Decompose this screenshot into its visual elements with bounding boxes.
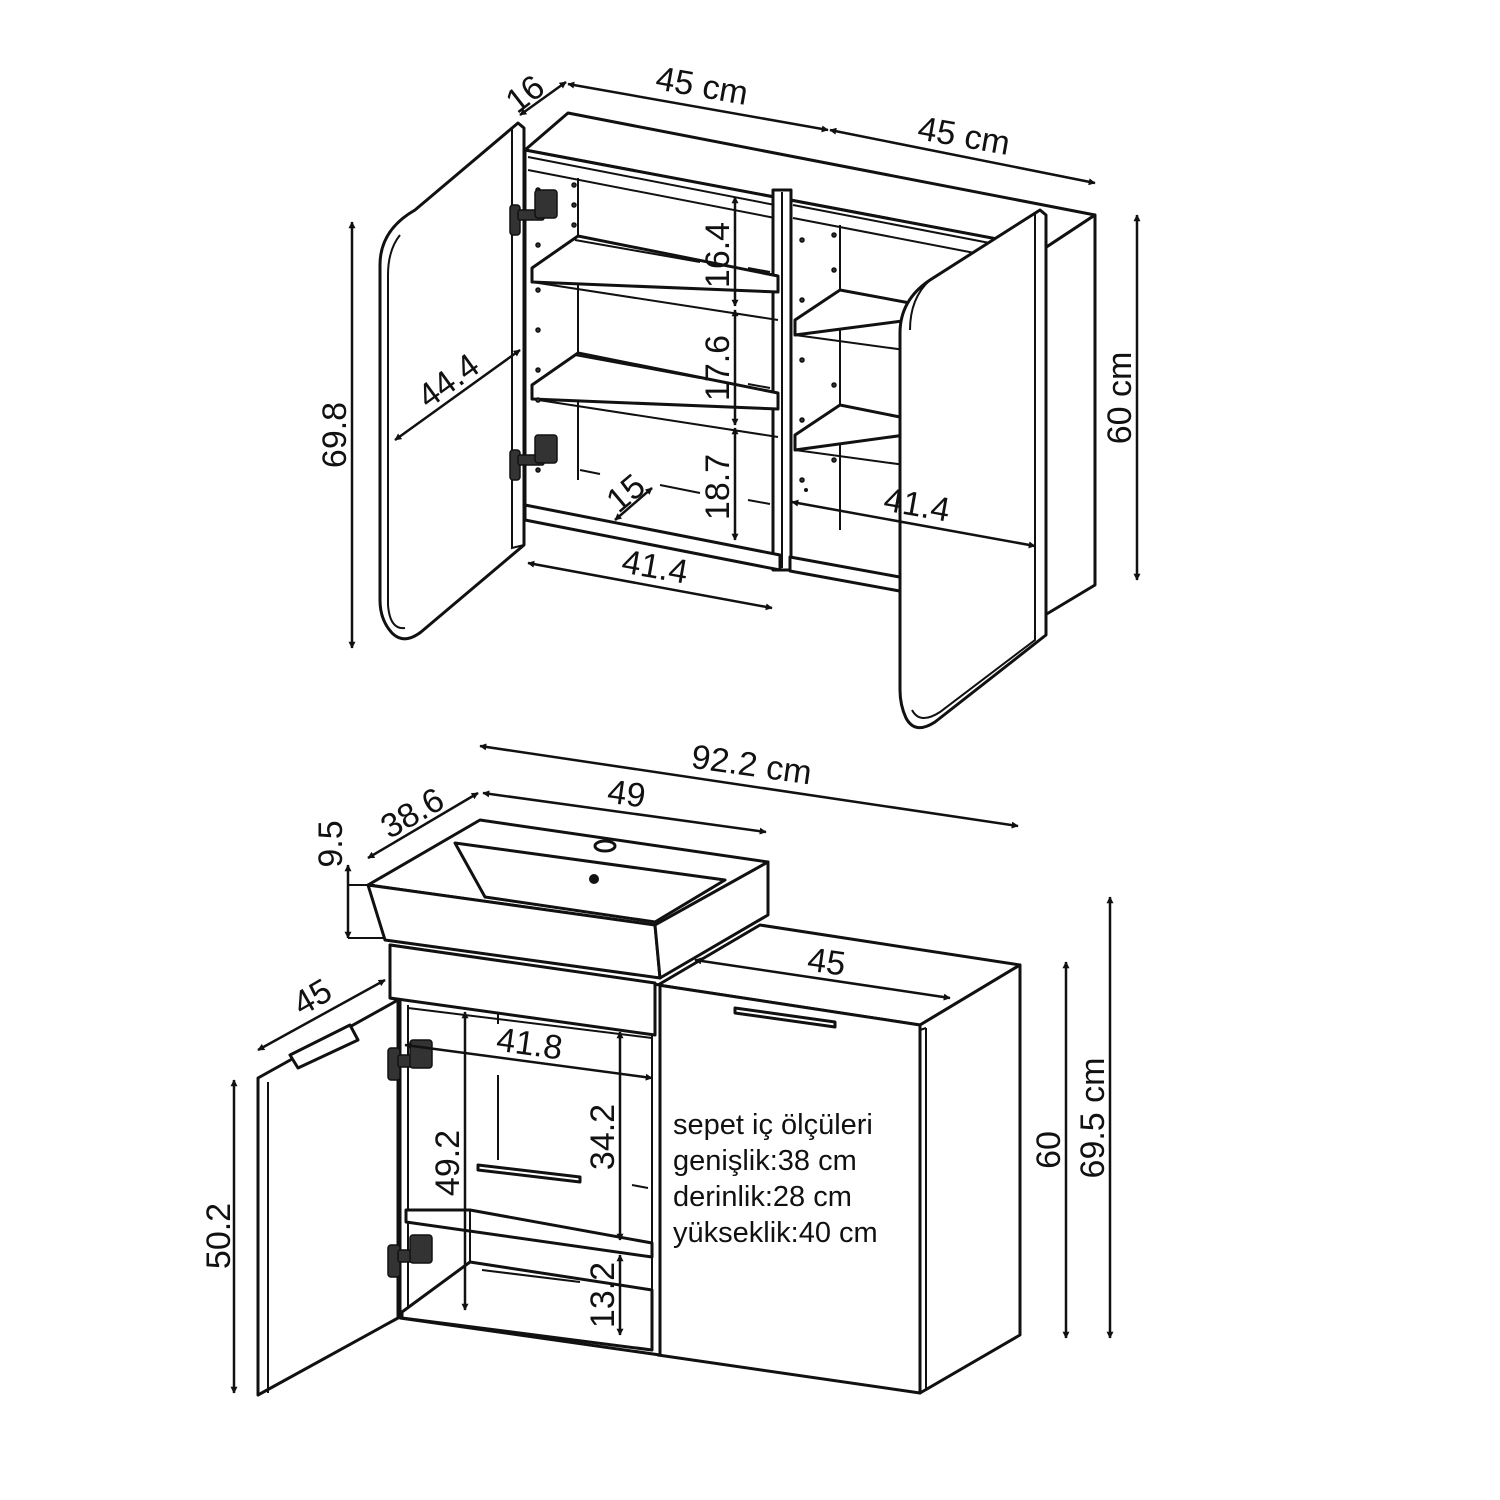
upper-space-label: 34.2 xyxy=(584,1104,622,1170)
vanity-top-width-label: 45 xyxy=(805,941,848,984)
upper-depth-label: 16 xyxy=(499,68,552,121)
basket-dimensions-note: sepet iç ölçüleri genişlik:38 cm derinli… xyxy=(673,1109,878,1249)
hinge-icon xyxy=(509,189,558,236)
lower-space-label: 13.2 xyxy=(584,1262,622,1328)
inner-height-label: 49.2 xyxy=(429,1130,467,1196)
hinge-icon xyxy=(387,1234,433,1278)
upper-width-right-label: 45 cm xyxy=(915,109,1013,163)
lower-cabinet xyxy=(256,818,1022,1397)
hinge-icon xyxy=(509,434,558,481)
basket-note-title: sepet iç ölçüleri xyxy=(673,1109,873,1141)
sink-width-label: 49 xyxy=(605,773,648,816)
upper-dimension-lines xyxy=(348,80,1141,649)
lower-door-height-label: 50.2 xyxy=(200,1203,238,1269)
lower-door-depth-label: 45 xyxy=(287,972,339,1024)
total-width-label: 92.2 cm xyxy=(689,738,814,792)
upper-shelf-middle-label: 17.6 xyxy=(699,335,737,401)
sink-height-label: 9.5 xyxy=(312,820,350,867)
inner-width-label: 41.8 xyxy=(494,1021,565,1068)
basket-note-width: genişlik:38 cm xyxy=(673,1145,857,1177)
cabinet-height-label: 60 xyxy=(1030,1131,1068,1169)
sink-depth-label: 38.6 xyxy=(374,780,450,846)
upper-height-label: 60 cm xyxy=(1101,352,1139,445)
upper-door-height-label: 69.8 xyxy=(316,402,354,468)
upper-right-door xyxy=(898,208,1048,730)
upper-shelf-top-label: 16.4 xyxy=(699,222,737,288)
upper-cabinet xyxy=(378,111,1097,730)
total-height-label: 69.5 cm xyxy=(1074,1058,1112,1179)
lower-left-door xyxy=(256,998,400,1397)
basket-note-height: yükseklik:40 cm xyxy=(673,1217,878,1249)
upper-width-left-label: 45 cm xyxy=(653,59,751,113)
lower-dimension-lines xyxy=(230,743,1114,1394)
basket-note-depth: derinlik:28 cm xyxy=(673,1181,852,1213)
upper-shelf-bottom-label: 18.7 xyxy=(699,454,737,520)
